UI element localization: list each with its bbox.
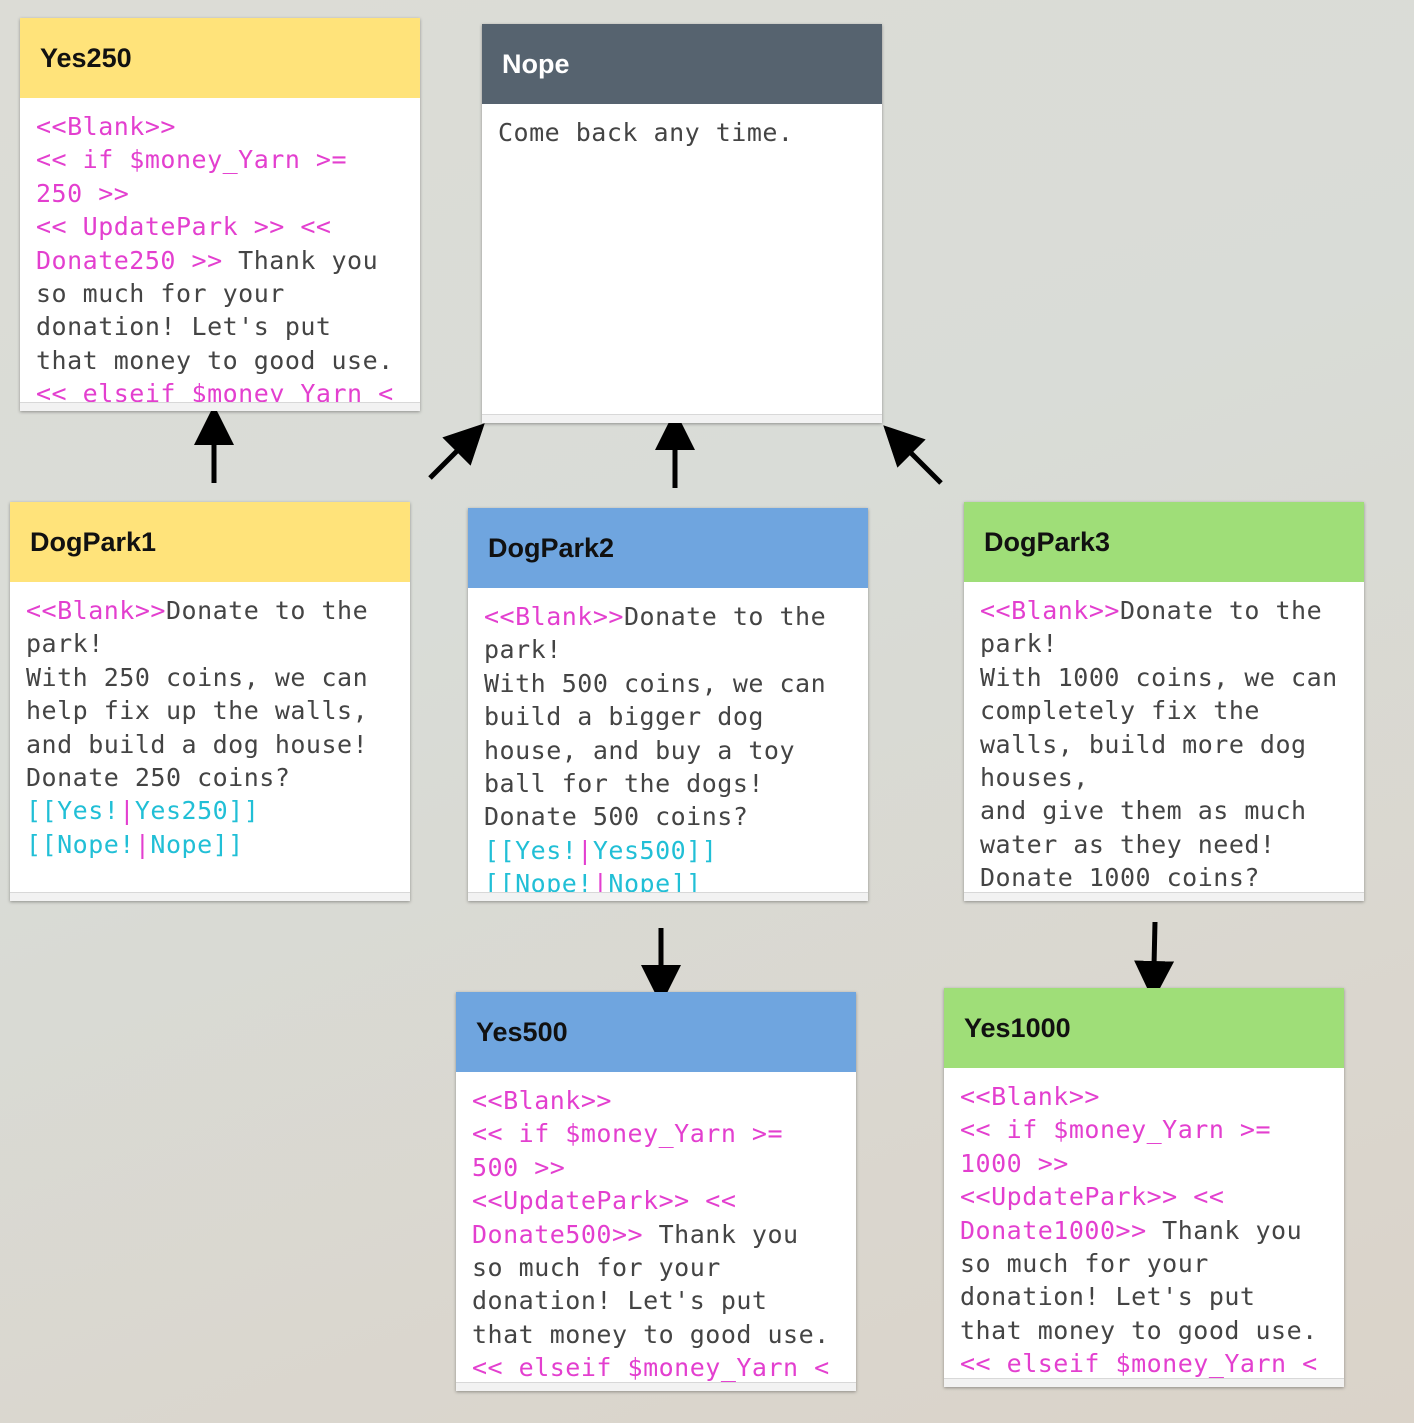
node-body[interactable]: <<Blank>> << if $money_Yarn >= 1000 >> <… [944, 1068, 1344, 1378]
macro-text: << elseif $money_Yarn < [472, 1353, 830, 1382]
node-title[interactable]: DogPark3 [964, 502, 1364, 582]
link-text: [[Nope! [484, 869, 593, 892]
arrow-dogpark1-to-nope [428, 423, 485, 480]
macro-text: << if $money_Yarn >= 250 >> << UpdatePar… [36, 145, 348, 275]
node-body[interactable]: <<Blank>>Donate to the park! With 1000 c… [964, 582, 1364, 892]
link-text: [[Yes! [484, 835, 578, 865]
macro-text: <<Blank>> [36, 112, 176, 141]
body-text: Donate to the park! With 500 coins, we c… [484, 602, 827, 832]
macro-text: << elseif $money_Yarn < [960, 1349, 1318, 1378]
node-footer [10, 892, 410, 901]
node-title[interactable]: Yes1000 [944, 988, 1344, 1068]
node-footer [482, 414, 882, 423]
macro-text: << elseif $money_Yarn < [36, 379, 394, 402]
node-footer [964, 892, 1364, 901]
arrow-dogpark3-to-yes1000 [1134, 921, 1175, 1001]
node-body[interactable]: <<Blank>> << if $money_Yarn >= 250 >> <<… [20, 98, 420, 402]
link-text: [[Yes! [26, 796, 120, 826]
node-footer [456, 1382, 856, 1391]
node-title[interactable]: Nope [482, 24, 882, 104]
node-body[interactable]: <<Blank>>Donate to the park! With 250 co… [10, 582, 410, 892]
link-text: Nope]] [150, 829, 244, 859]
node-title[interactable]: DogPark2 [468, 508, 868, 588]
link-text: Yes500]] [592, 835, 718, 865]
link-text: [[Nope! [26, 829, 135, 859]
node-yes500[interactable]: Yes500 <<Blank>> << if $money_Yarn >= 50… [456, 992, 856, 1391]
node-footer [20, 402, 420, 411]
node-yes1000[interactable]: Yes1000 <<Blank>> << if $money_Yarn >= 1… [944, 988, 1344, 1387]
macro-text: | [577, 835, 593, 865]
macro-text: | [119, 796, 135, 826]
node-dogpark1[interactable]: DogPark1 <<Blank>>Donate to the park! Wi… [10, 502, 410, 901]
macro-text: <<Blank>> [26, 596, 166, 625]
macro-text: <<Blank>> [484, 602, 624, 631]
macro-text: <<Blank>> [980, 596, 1120, 625]
body-text: Donate to the park! With 1000 coins, we … [980, 596, 1338, 892]
body-text: Thank you so much for your donation! Let… [472, 1219, 830, 1349]
node-nope[interactable]: Nope Come back any time. [482, 24, 882, 423]
link-text: Nope]] [608, 869, 702, 892]
node-footer [944, 1378, 1344, 1387]
body-text: Thank you so much for your donation! Let… [36, 245, 394, 375]
node-yes250[interactable]: Yes250 <<Blank>> << if $money_Yarn >= 25… [20, 18, 420, 411]
node-title[interactable]: Yes250 [20, 18, 420, 98]
macro-text: | [592, 869, 609, 892]
arrow-dogpark3-to-nope [883, 425, 943, 485]
link-text: Yes250]] [134, 796, 260, 826]
body-text: Come back any time. [498, 118, 794, 147]
node-footer [468, 892, 868, 901]
macro-text: <<Blank>> << if $money_Yarn >= 1000 >> <… [960, 1082, 1272, 1245]
node-title[interactable]: DogPark1 [10, 502, 410, 582]
macro-text: | [134, 829, 151, 859]
body-text: Donate to the park! With 250 coins, we c… [26, 596, 369, 793]
node-title[interactable]: Yes500 [456, 992, 856, 1072]
node-dogpark2[interactable]: DogPark2 <<Blank>>Donate to the park! Wi… [468, 508, 868, 901]
macro-text: <<Blank>> << if $money_Yarn >= 500 >> <<… [472, 1086, 784, 1249]
body-text: Thank you so much for your donation! Let… [960, 1215, 1318, 1345]
node-body[interactable]: <<Blank>>Donate to the park! With 500 co… [468, 588, 868, 892]
node-body[interactable]: <<Blank>> << if $money_Yarn >= 500 >> <<… [456, 1072, 856, 1382]
node-dogpark3[interactable]: DogPark3 <<Blank>>Donate to the park! Wi… [964, 502, 1364, 901]
node-body[interactable]: Come back any time. [482, 104, 882, 414]
